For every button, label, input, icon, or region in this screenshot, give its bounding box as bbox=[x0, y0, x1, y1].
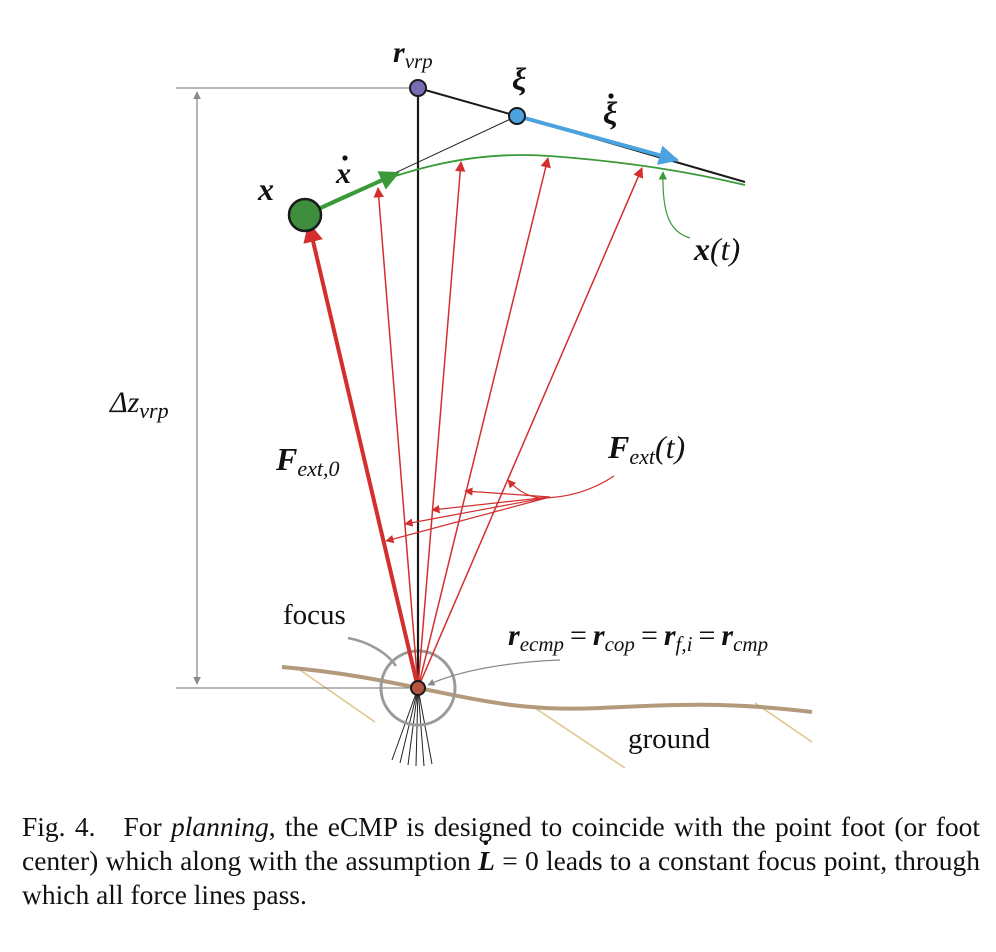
force-initial bbox=[303, 222, 420, 689]
caption-math-rest: = 0 bbox=[494, 845, 539, 876]
caption-text-1: For bbox=[123, 811, 171, 842]
com-point bbox=[287, 197, 323, 233]
label-ground: ground bbox=[628, 723, 711, 755]
figure-diagram: rvrp ξ ξ x x x(t) Δzvrp Fext,0 Fext(t) f… bbox=[109, 36, 813, 769]
focus-point bbox=[410, 680, 426, 696]
caption-text-2: , the eCMP is designed to coincide with … bbox=[22, 811, 981, 876]
xi-dot-mark bbox=[608, 93, 614, 99]
vrp-point bbox=[409, 79, 427, 97]
x-dot-mark bbox=[342, 155, 348, 161]
caption-emphasis: planning bbox=[170, 811, 269, 842]
focus-pointer bbox=[347, 636, 398, 667]
foot-lines bbox=[391, 687, 433, 767]
ground-hatch bbox=[299, 669, 813, 769]
caption-text-3: leads to a constant focus point, through… bbox=[22, 845, 980, 910]
dimension-lines bbox=[176, 87, 418, 689]
dcm-point bbox=[508, 107, 526, 125]
figure-caption: Fig. 4. For planning, the eCMP is designe… bbox=[22, 810, 980, 912]
caption-math-symbol: L bbox=[478, 845, 495, 876]
caption-figure-number: Fig. 4. bbox=[22, 811, 96, 842]
force-lines bbox=[373, 156, 644, 689]
label-xi-dot: ξ bbox=[603, 95, 618, 131]
label-equation: recmp=rcop=rf,i=rcmp bbox=[508, 619, 768, 656]
label-focus: focus bbox=[283, 599, 346, 631]
label-r-vrp: rvrp bbox=[393, 36, 433, 73]
equation-pointer bbox=[427, 659, 561, 686]
label-x-t: x(t) bbox=[693, 231, 740, 267]
label-f-ext0: Fext,0 bbox=[275, 441, 340, 481]
label-x: x bbox=[257, 171, 274, 207]
force-pointer-lines bbox=[385, 475, 615, 544]
ground-curve bbox=[281, 665, 813, 714]
dcm-velocity-arrow bbox=[516, 114, 679, 165]
xt-pointer bbox=[658, 171, 691, 239]
label-delta-z: Δzvrp bbox=[109, 386, 169, 423]
label-f-ext-t: Fext(t) bbox=[607, 429, 685, 469]
label-x-dot: x bbox=[335, 157, 351, 190]
label-xi: ξ bbox=[512, 61, 527, 97]
